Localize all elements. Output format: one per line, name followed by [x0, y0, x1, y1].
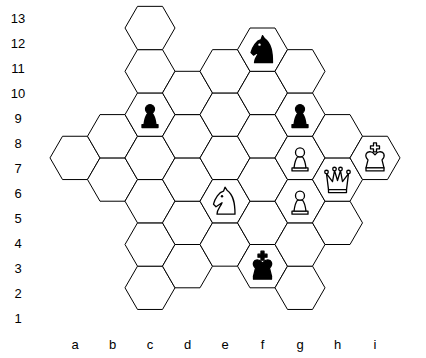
file-label: a — [71, 337, 78, 352]
hex-cell — [313, 201, 363, 244]
black-knight — [251, 36, 273, 63]
rank-label: 2 — [14, 286, 21, 301]
rank-label: 8 — [14, 136, 21, 151]
rank-label: 9 — [14, 111, 21, 126]
rank-label: 13 — [11, 11, 25, 26]
black-pawn — [292, 105, 308, 128]
file-label: g — [296, 337, 303, 352]
rank-label: 5 — [14, 211, 21, 226]
file-label: c — [147, 337, 154, 352]
white-king — [366, 143, 384, 171]
rank-label: 4 — [14, 236, 21, 251]
black-king — [253, 251, 271, 279]
rank-label: 3 — [14, 261, 21, 276]
hex-cell — [125, 6, 175, 49]
file-label: h — [334, 337, 341, 352]
rank-label: 12 — [11, 36, 25, 51]
rank-label: 11 — [11, 61, 25, 76]
pieces — [142, 36, 384, 280]
hex-cell — [275, 50, 325, 93]
rank-label: 7 — [14, 161, 21, 176]
file-label: f — [261, 337, 265, 352]
hex-cell — [275, 266, 325, 309]
rank-label: 6 — [14, 186, 21, 201]
white-pawn — [292, 191, 308, 214]
hex-cell — [350, 136, 400, 179]
file-label: i — [374, 337, 377, 352]
rank-label: 1 — [14, 311, 21, 326]
black-pawn — [142, 105, 158, 128]
file-label: b — [109, 337, 116, 352]
file-label: d — [184, 337, 191, 352]
rank-label: 10 — [11, 86, 25, 101]
white-knight — [214, 187, 236, 214]
white-queen — [325, 167, 351, 192]
hex-cells — [50, 6, 400, 309]
white-pawn — [292, 148, 308, 171]
file-label: e — [221, 337, 228, 352]
